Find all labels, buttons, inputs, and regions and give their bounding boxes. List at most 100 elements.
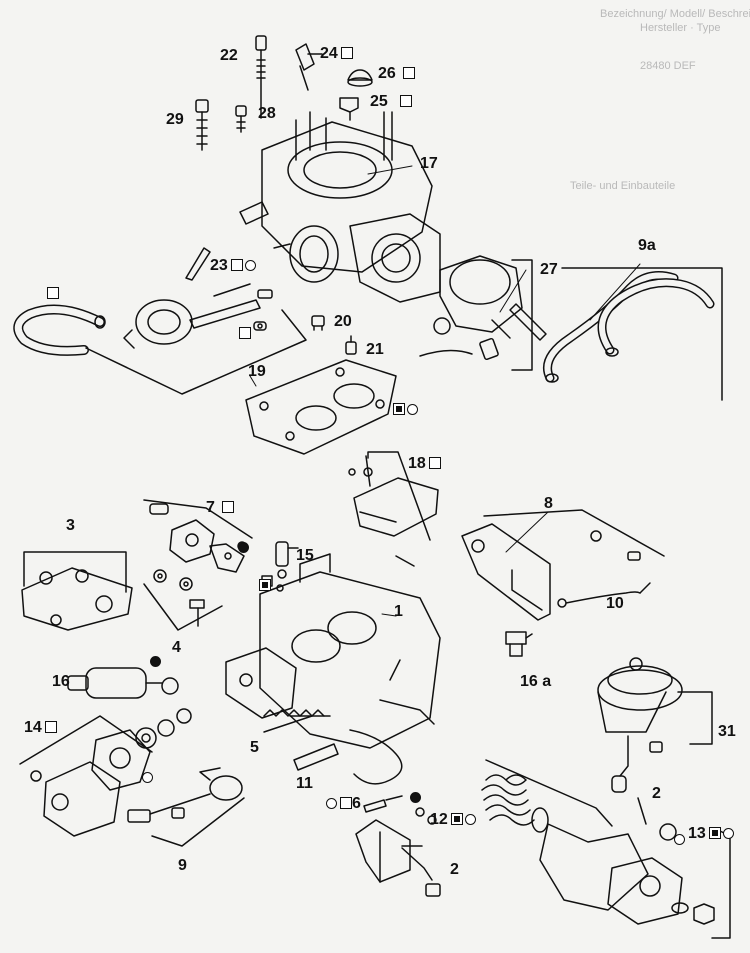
- bracket-31: [677, 691, 713, 745]
- ghost-text: Teile- und Einbauteile: [570, 180, 676, 192]
- part-6-screw: [363, 795, 403, 813]
- symbol-19: [236, 326, 251, 342]
- callout-7: 7: [206, 500, 235, 516]
- symbol-hose: [44, 286, 59, 302]
- callout-26: 26: [378, 66, 416, 82]
- symbol-16: [148, 654, 161, 670]
- part-27-thermo-unit: [419, 255, 547, 361]
- part-19-choke-pulldown: [123, 283, 273, 349]
- loose-hose: [13, 304, 106, 356]
- bracket-14: [19, 715, 153, 765]
- filled-circle-icon: [410, 792, 421, 803]
- square-icon: [340, 47, 353, 59]
- part-9-switch: [127, 767, 243, 823]
- symbol-15: [256, 578, 271, 594]
- part-24-pin: [295, 43, 323, 91]
- part-20-jet: [311, 315, 325, 331]
- part-2-lever-lower: [355, 819, 441, 897]
- part-23-needle: [185, 247, 211, 281]
- callout-14: 14: [24, 720, 57, 736]
- callout-31: 31: [718, 723, 736, 740]
- filled-square-icon: [393, 403, 405, 415]
- part-31-vacuum-unit: [597, 657, 683, 793]
- circle-icon: [722, 828, 734, 839]
- ghost-text: Hersteller · Type: [640, 22, 721, 34]
- callout-29: 29: [166, 111, 184, 128]
- callout-10: 10: [606, 595, 624, 612]
- circle-icon: [674, 834, 685, 845]
- part-16-solenoid: [67, 667, 179, 699]
- symbol-7: [236, 540, 249, 556]
- carburetor-gasket: [245, 359, 397, 455]
- callout-28: 28: [258, 105, 276, 122]
- part-8-plate: [461, 523, 641, 621]
- callout-27: 27: [540, 261, 558, 278]
- square-icon: [239, 327, 251, 339]
- square-icon: [230, 259, 243, 271]
- bracket-3: [23, 551, 127, 593]
- callout-9a: 9a: [638, 237, 656, 254]
- circle-icon: [407, 404, 418, 415]
- callout-1: 1: [394, 603, 403, 620]
- callout-12: 12: [430, 812, 476, 828]
- part-16a-sensor: [505, 631, 533, 657]
- part-3-linkage: [21, 567, 133, 631]
- callout-22: 22: [220, 47, 238, 64]
- bracket-8: [483, 509, 665, 557]
- callout-3: 3: [66, 517, 75, 534]
- callout-15: 15: [296, 547, 314, 564]
- callout-21: 21: [366, 341, 384, 358]
- callout-5: 5: [250, 739, 259, 756]
- circle-icon: [142, 772, 153, 783]
- symbol-6: [408, 790, 421, 806]
- ghost-text: Bezeichnung/ Modell/ Beschreibung: [600, 8, 750, 20]
- symbol-14: [140, 770, 153, 786]
- callout-2: 2: [450, 861, 459, 878]
- square-icon: [399, 95, 412, 107]
- filled-square-icon: [450, 813, 463, 825]
- circle-icon: [464, 814, 476, 825]
- callout-16: 16: [52, 673, 70, 690]
- callout-17: 17: [420, 155, 438, 172]
- square-icon: [340, 797, 352, 809]
- bracket-19: [85, 309, 307, 395]
- leader-lines: [249, 165, 641, 617]
- callout-25: 25: [370, 94, 412, 110]
- callout-6: 6: [324, 796, 361, 812]
- callout-11: 11: [296, 775, 313, 792]
- circle-icon: [244, 260, 256, 271]
- part-4-nuts: [153, 569, 205, 627]
- filled-circle-icon: [150, 656, 161, 667]
- bracket-7: [143, 499, 253, 539]
- square-icon: [428, 457, 441, 469]
- part-18-float: [348, 455, 439, 567]
- square-icon: [222, 501, 235, 513]
- part-2-lever-upper: [481, 774, 715, 925]
- square-icon: [47, 287, 59, 299]
- bracket-2-lower: [401, 847, 433, 881]
- part-11-tube: [293, 743, 339, 771]
- bracket-9a: [561, 267, 723, 401]
- square-icon: [44, 721, 57, 733]
- filled-circle-icon: [238, 542, 249, 553]
- bracket-9: [151, 797, 245, 847]
- bracket-4: [143, 583, 223, 631]
- bracket-18: [367, 451, 431, 541]
- callout-20: 20: [334, 313, 352, 330]
- callout-2: 2: [652, 785, 661, 802]
- filled-square-icon: [708, 827, 721, 839]
- part-26-cap: [347, 69, 373, 87]
- circle-icon: [326, 798, 337, 809]
- callout-16a: 16 a: [520, 673, 552, 690]
- part-29-screw: [195, 99, 209, 151]
- bracket-2-upper: [485, 759, 613, 827]
- part-28-screw: [235, 105, 247, 133]
- filled-square-icon: [259, 579, 271, 591]
- part-22-long-screw: [255, 35, 267, 119]
- part-12-washer: [415, 807, 437, 825]
- callout-13: 13: [688, 826, 734, 842]
- callout-8: 8: [544, 495, 553, 512]
- part-10-wire: [557, 582, 651, 608]
